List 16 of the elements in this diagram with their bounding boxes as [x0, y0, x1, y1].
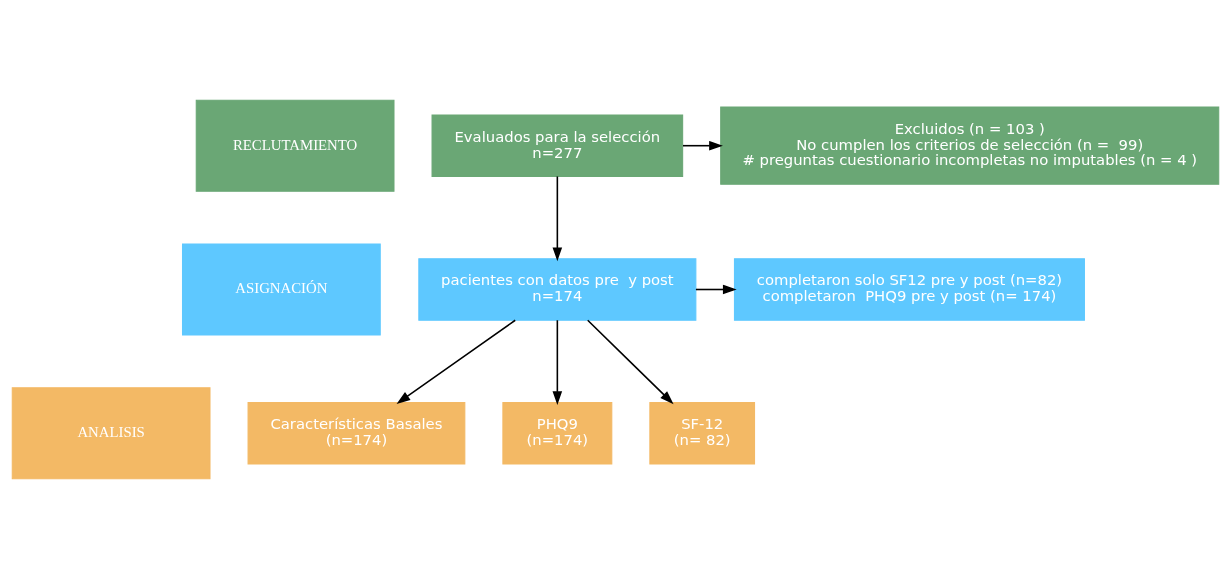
- node-box: SF-12 (n= 82): [649, 401, 756, 464]
- node-box: Excluidos (n = 103 ) No cumplen los criterios de selección (n = 99) # preguntas cuestionario incompletas no imputables (n = 4 ): [720, 106, 1220, 185]
- node-box: ANALISIS: [11, 386, 211, 479]
- node-box: ASIGNACIÓN: [181, 243, 381, 335]
- arrow: [552, 175, 563, 261]
- node-box: PHQ9 (n=174): [502, 401, 613, 464]
- arrow: [682, 140, 723, 151]
- arrow: [396, 318, 517, 404]
- node-box: Características Basales (n=174): [247, 401, 466, 464]
- arrow: [552, 318, 563, 405]
- node-box: pacientes con datos pre y post n=174: [418, 257, 697, 321]
- node-box: RECLUTAMIENTO: [195, 99, 395, 192]
- arrow: [695, 284, 737, 294]
- node-box: completaron solo SF12 pre y post (n=82) completaron PHQ9 pre y post (n= 174): [733, 257, 1085, 321]
- arrow: [586, 318, 674, 404]
- node-box: Evaluados para la selección n=277: [431, 114, 684, 177]
